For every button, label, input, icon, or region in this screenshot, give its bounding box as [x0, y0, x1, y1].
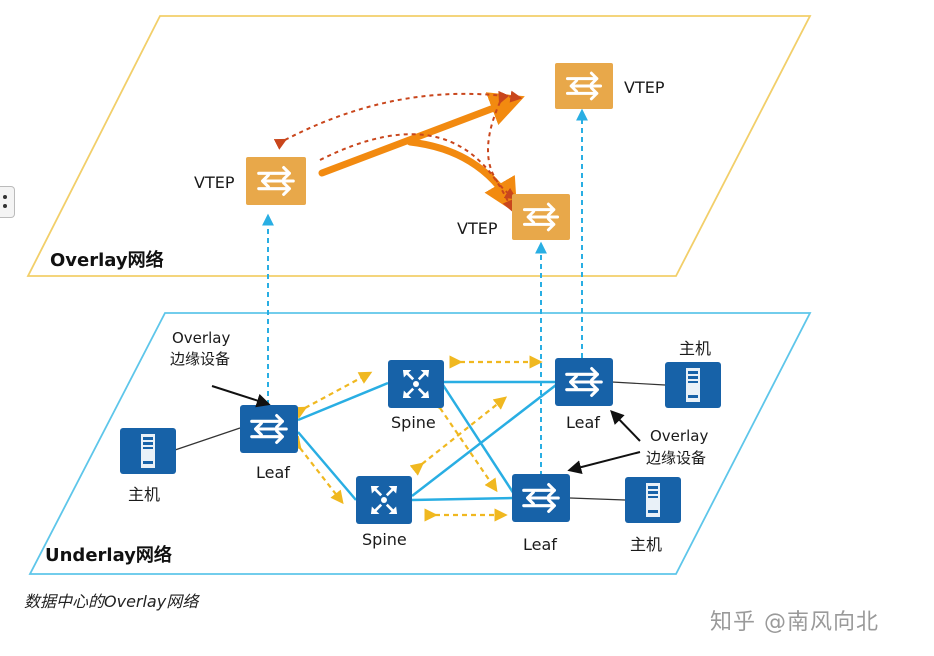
link-host1-leaf1	[174, 427, 241, 451]
spine-label: Spine	[391, 413, 436, 432]
host-3: 主机	[625, 477, 681, 554]
watermark: 知乎 @南风向北	[710, 610, 879, 635]
side-expand-handle[interactable]	[0, 186, 15, 218]
overlay-tunnels	[273, 90, 525, 215]
server-icon	[625, 477, 681, 523]
tunnel-dashed-top-mid	[487, 90, 518, 200]
spine-label: Spine	[362, 530, 407, 549]
server-icon	[665, 362, 721, 408]
spine-1: Spine	[388, 360, 444, 432]
figure-caption: 数据中心的Overlay网络	[24, 592, 199, 611]
vtep-top: VTEP	[555, 63, 665, 109]
leaf-label: Leaf	[566, 413, 600, 432]
vtep-label: VTEP	[457, 219, 498, 238]
link-leaf3-host3	[569, 497, 626, 501]
path-leaf1-spine1	[292, 371, 373, 419]
callout-right: Overlay 边缘设备	[567, 409, 708, 474]
underlay-plane-title: Underlay网络	[45, 544, 172, 566]
host-2: 主机	[665, 339, 721, 408]
path-leaf1-spine2	[288, 435, 344, 505]
leaf-label: Leaf	[523, 535, 557, 554]
vtep-label: VTEP	[194, 173, 235, 192]
callout-line1: Overlay	[172, 329, 230, 347]
host-label: 主机	[630, 535, 662, 554]
tunnel-dashed-left-top	[273, 90, 523, 150]
vtep-label: VTEP	[624, 78, 665, 97]
callout-arrow-to-leaf2	[610, 409, 641, 442]
callout-left: Overlay 边缘设备	[170, 329, 271, 408]
traffic-paths	[288, 355, 543, 522]
host-label: 主机	[128, 485, 160, 504]
link-leaf2-host2	[611, 381, 666, 386]
overlay-plane-title: Overlay网络	[50, 249, 164, 271]
vtep-mid: VTEP	[457, 194, 570, 240]
leaf-3: Leaf	[512, 474, 570, 554]
host-1: 主机	[120, 428, 176, 504]
spine-2: Spine	[356, 476, 412, 549]
tunnel-dashed-left-mid	[319, 133, 514, 213]
callout-line2: 边缘设备	[646, 449, 706, 467]
leaf-2: Leaf	[555, 358, 613, 432]
server-icon	[120, 428, 176, 474]
callout-line1: Overlay	[650, 427, 708, 445]
callout-arrow-to-leaf3	[567, 451, 641, 474]
leaf-label: Leaf	[256, 463, 290, 482]
leaf-1: Leaf	[240, 405, 298, 482]
host-label: 主机	[679, 339, 711, 358]
callout-arrow	[211, 385, 271, 408]
link-spine2-leaf3	[411, 496, 515, 502]
host-links	[174, 381, 666, 501]
leaf-vtep-links	[262, 108, 588, 476]
callout-line2: 边缘设备	[170, 350, 230, 368]
vtep-left: VTEP	[194, 157, 306, 205]
